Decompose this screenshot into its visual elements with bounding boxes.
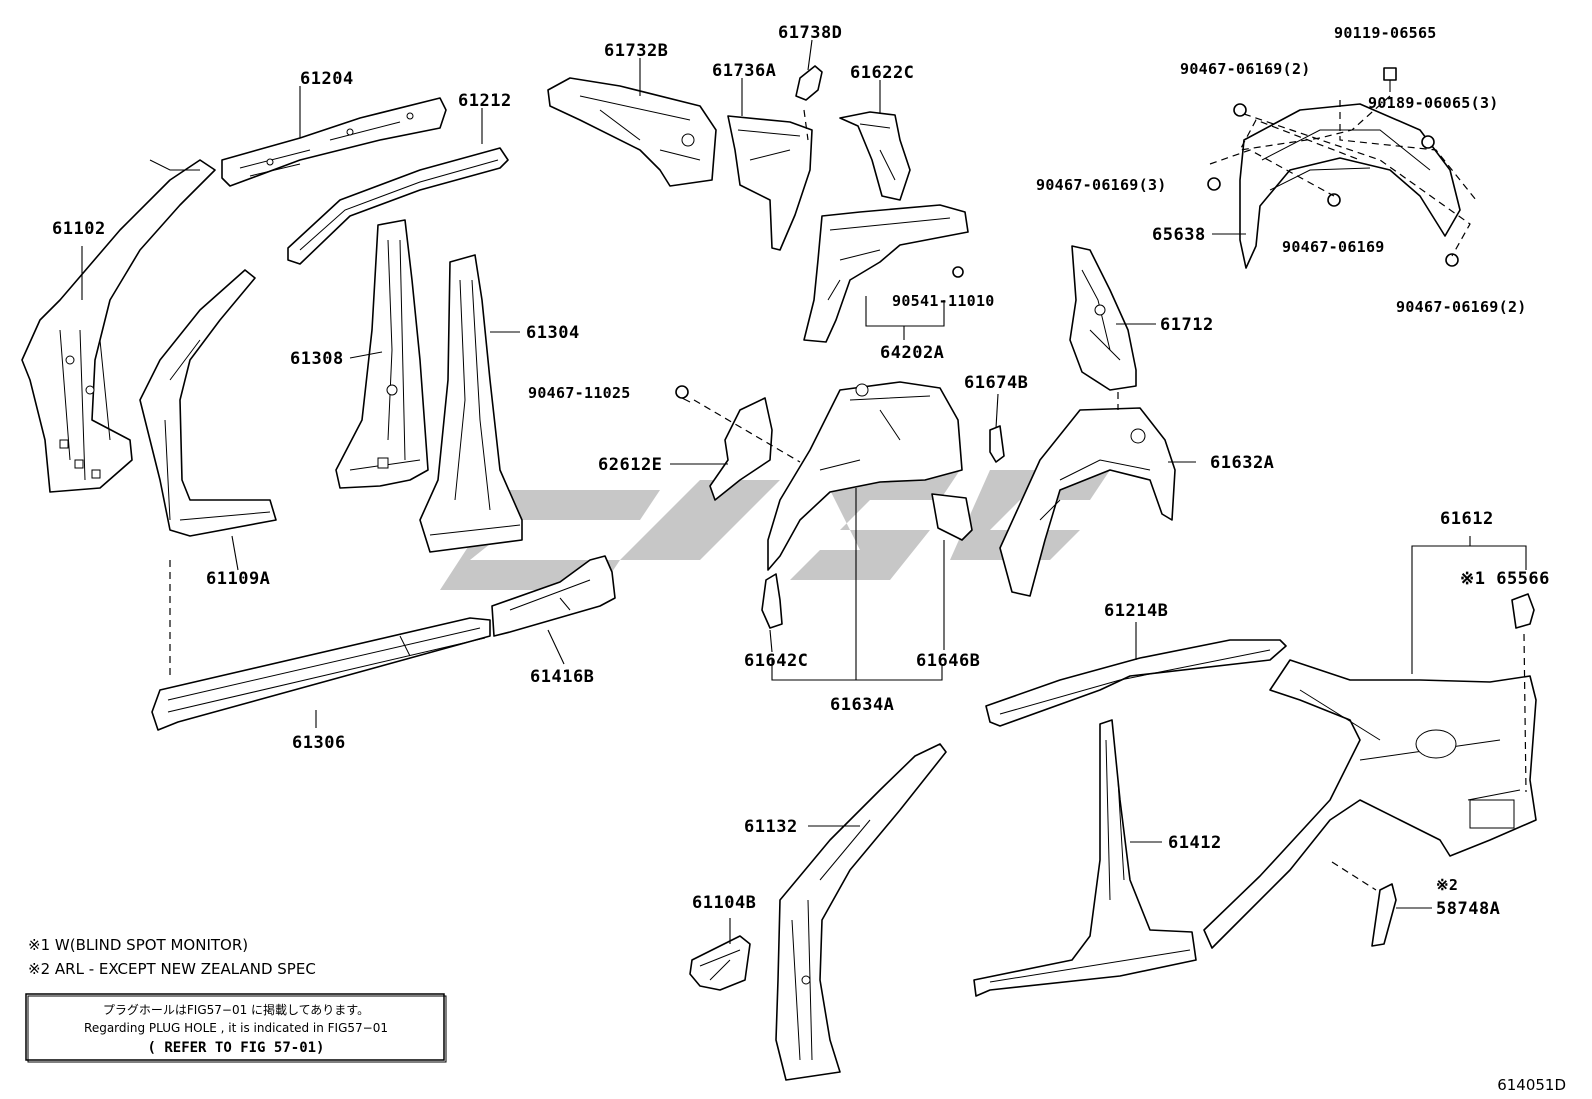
fastener-90467-06169-2-top[interactable] (1233, 103, 1247, 117)
label-61674B[interactable]: 61674B (964, 373, 1028, 393)
fastener-90467-06169-3[interactable] (1207, 177, 1221, 191)
diagram-id: 614051D (1497, 1076, 1566, 1094)
leader-lines (81, 39, 1527, 944)
part-61646B[interactable] (931, 493, 973, 541)
part-61102[interactable] (21, 159, 216, 493)
part-61634A[interactable] (767, 381, 963, 571)
label-61308[interactable]: 61308 (290, 349, 344, 369)
label-90467-06169-2-bottom[interactable]: 90467-06169(2) (1396, 298, 1527, 316)
part-61304[interactable] (419, 254, 523, 553)
label-61712[interactable]: 61712 (1160, 315, 1214, 335)
label-61204[interactable]: 61204 (300, 69, 354, 89)
part-61674B[interactable] (989, 425, 1005, 463)
part-61204[interactable] (221, 97, 447, 187)
label-61736A[interactable]: 61736A (712, 61, 776, 81)
label-62612E[interactable]: 62612E (598, 455, 662, 475)
label-61212[interactable]: 61212 (458, 91, 512, 111)
refbox-reference[interactable]: ( REFER TO FIG 57-01) (147, 1040, 324, 1056)
label-61634A[interactable]: 61634A (830, 695, 894, 715)
label-65566[interactable]: ※1 65566 (1460, 569, 1550, 589)
label-61214B[interactable]: 61214B (1104, 601, 1168, 621)
fastener-90467-11025[interactable] (675, 385, 691, 403)
part-61642C[interactable] (761, 573, 783, 629)
part-61212[interactable] (287, 147, 509, 265)
label-61132[interactable]: 61132 (744, 817, 798, 837)
label-64202A[interactable]: 64202A (880, 343, 944, 363)
label-90541-11010[interactable]: 90541-11010 (892, 292, 995, 310)
part-64202A[interactable] (803, 204, 969, 343)
part-61416B[interactable] (491, 555, 616, 637)
footnote-2: ※2 ARL - EXCEPT NEW ZEALAND SPEC (28, 960, 316, 978)
footnotes: ※1 W(BLIND SPOT MONITOR) ※2 ARL - EXCEPT… (28, 936, 316, 978)
fastener-90189-06065[interactable] (1421, 135, 1435, 149)
label-61416B[interactable]: 61416B (530, 667, 594, 687)
fastener-90541-11010[interactable] (952, 266, 964, 278)
part-61738D[interactable] (795, 65, 823, 101)
part-61732B[interactable] (547, 77, 717, 187)
fastener-90467-06169[interactable] (1327, 193, 1341, 207)
label-61738D[interactable]: 61738D (778, 23, 842, 43)
part-61736A[interactable] (727, 115, 813, 251)
label-61612[interactable]: 61612 (1440, 509, 1494, 529)
fastener-90119-06565[interactable] (1383, 67, 1397, 92)
part-61306[interactable] (151, 617, 491, 731)
reference-box: プラグホールはFIG57−01 に掲載してあります。 Regarding PLU… (25, 993, 447, 1063)
label-61646B[interactable]: 61646B (916, 651, 980, 671)
label-61412[interactable]: 61412 (1168, 833, 1222, 853)
part-61109A[interactable] (139, 269, 277, 537)
refbox-japanese: プラグホールはFIG57−01 に掲載してあります。 (103, 1002, 369, 1017)
mark-2: ※2 (1436, 876, 1458, 894)
refbox-english: Regarding PLUG HOLE , it is indicated in… (84, 1021, 388, 1035)
part-61308[interactable] (335, 219, 429, 489)
label-90467-06169[interactable]: 90467-06169 (1282, 238, 1385, 256)
guide-lines (169, 95, 1527, 891)
label-61306[interactable]: 61306 (292, 733, 346, 753)
part-62612E[interactable] (709, 397, 773, 501)
label-90467-11025[interactable]: 90467-11025 (528, 384, 631, 402)
footnote-1: ※1 W(BLIND SPOT MONITOR) (28, 936, 248, 954)
label-61109A[interactable]: 61109A (206, 569, 270, 589)
part-61632A[interactable] (999, 407, 1176, 597)
part-61214B[interactable] (985, 639, 1287, 727)
part-61132[interactable] (775, 743, 947, 1081)
label-61622C[interactable]: 61622C (850, 63, 914, 83)
part-61612[interactable] (1203, 659, 1537, 949)
label-90119-06565[interactable]: 90119-06565 (1334, 24, 1437, 42)
part-61412[interactable] (973, 719, 1197, 997)
label-61732B[interactable]: 61732B (604, 41, 668, 61)
label-61102[interactable]: 61102 (52, 219, 106, 239)
part-61712[interactable] (1069, 245, 1137, 391)
label-61642C[interactable]: 61642C (744, 651, 808, 671)
part-65566[interactable] (1511, 593, 1535, 629)
label-90189-06065-3[interactable]: 90189-06065(3) (1368, 94, 1499, 112)
label-61304[interactable]: 61304 (526, 323, 580, 343)
part-labels: 61204 61212 61102 61308 61304 61109A 613… (52, 23, 1550, 919)
label-61632A[interactable]: 61632A (1210, 453, 1274, 473)
part-61622C[interactable] (839, 111, 911, 201)
part-58748A[interactable] (1371, 883, 1397, 947)
label-58748A[interactable]: 58748A (1436, 899, 1500, 919)
label-61104B[interactable]: 61104B (692, 893, 756, 913)
part-61104B[interactable] (689, 935, 751, 991)
fastener-90467-06169-2-bottom[interactable] (1445, 253, 1459, 267)
label-65638[interactable]: 65638 (1152, 225, 1206, 245)
label-90467-06169-3[interactable]: 90467-06169(3) (1036, 176, 1167, 194)
label-90467-06169-2-top[interactable]: 90467-06169(2) (1180, 60, 1311, 78)
